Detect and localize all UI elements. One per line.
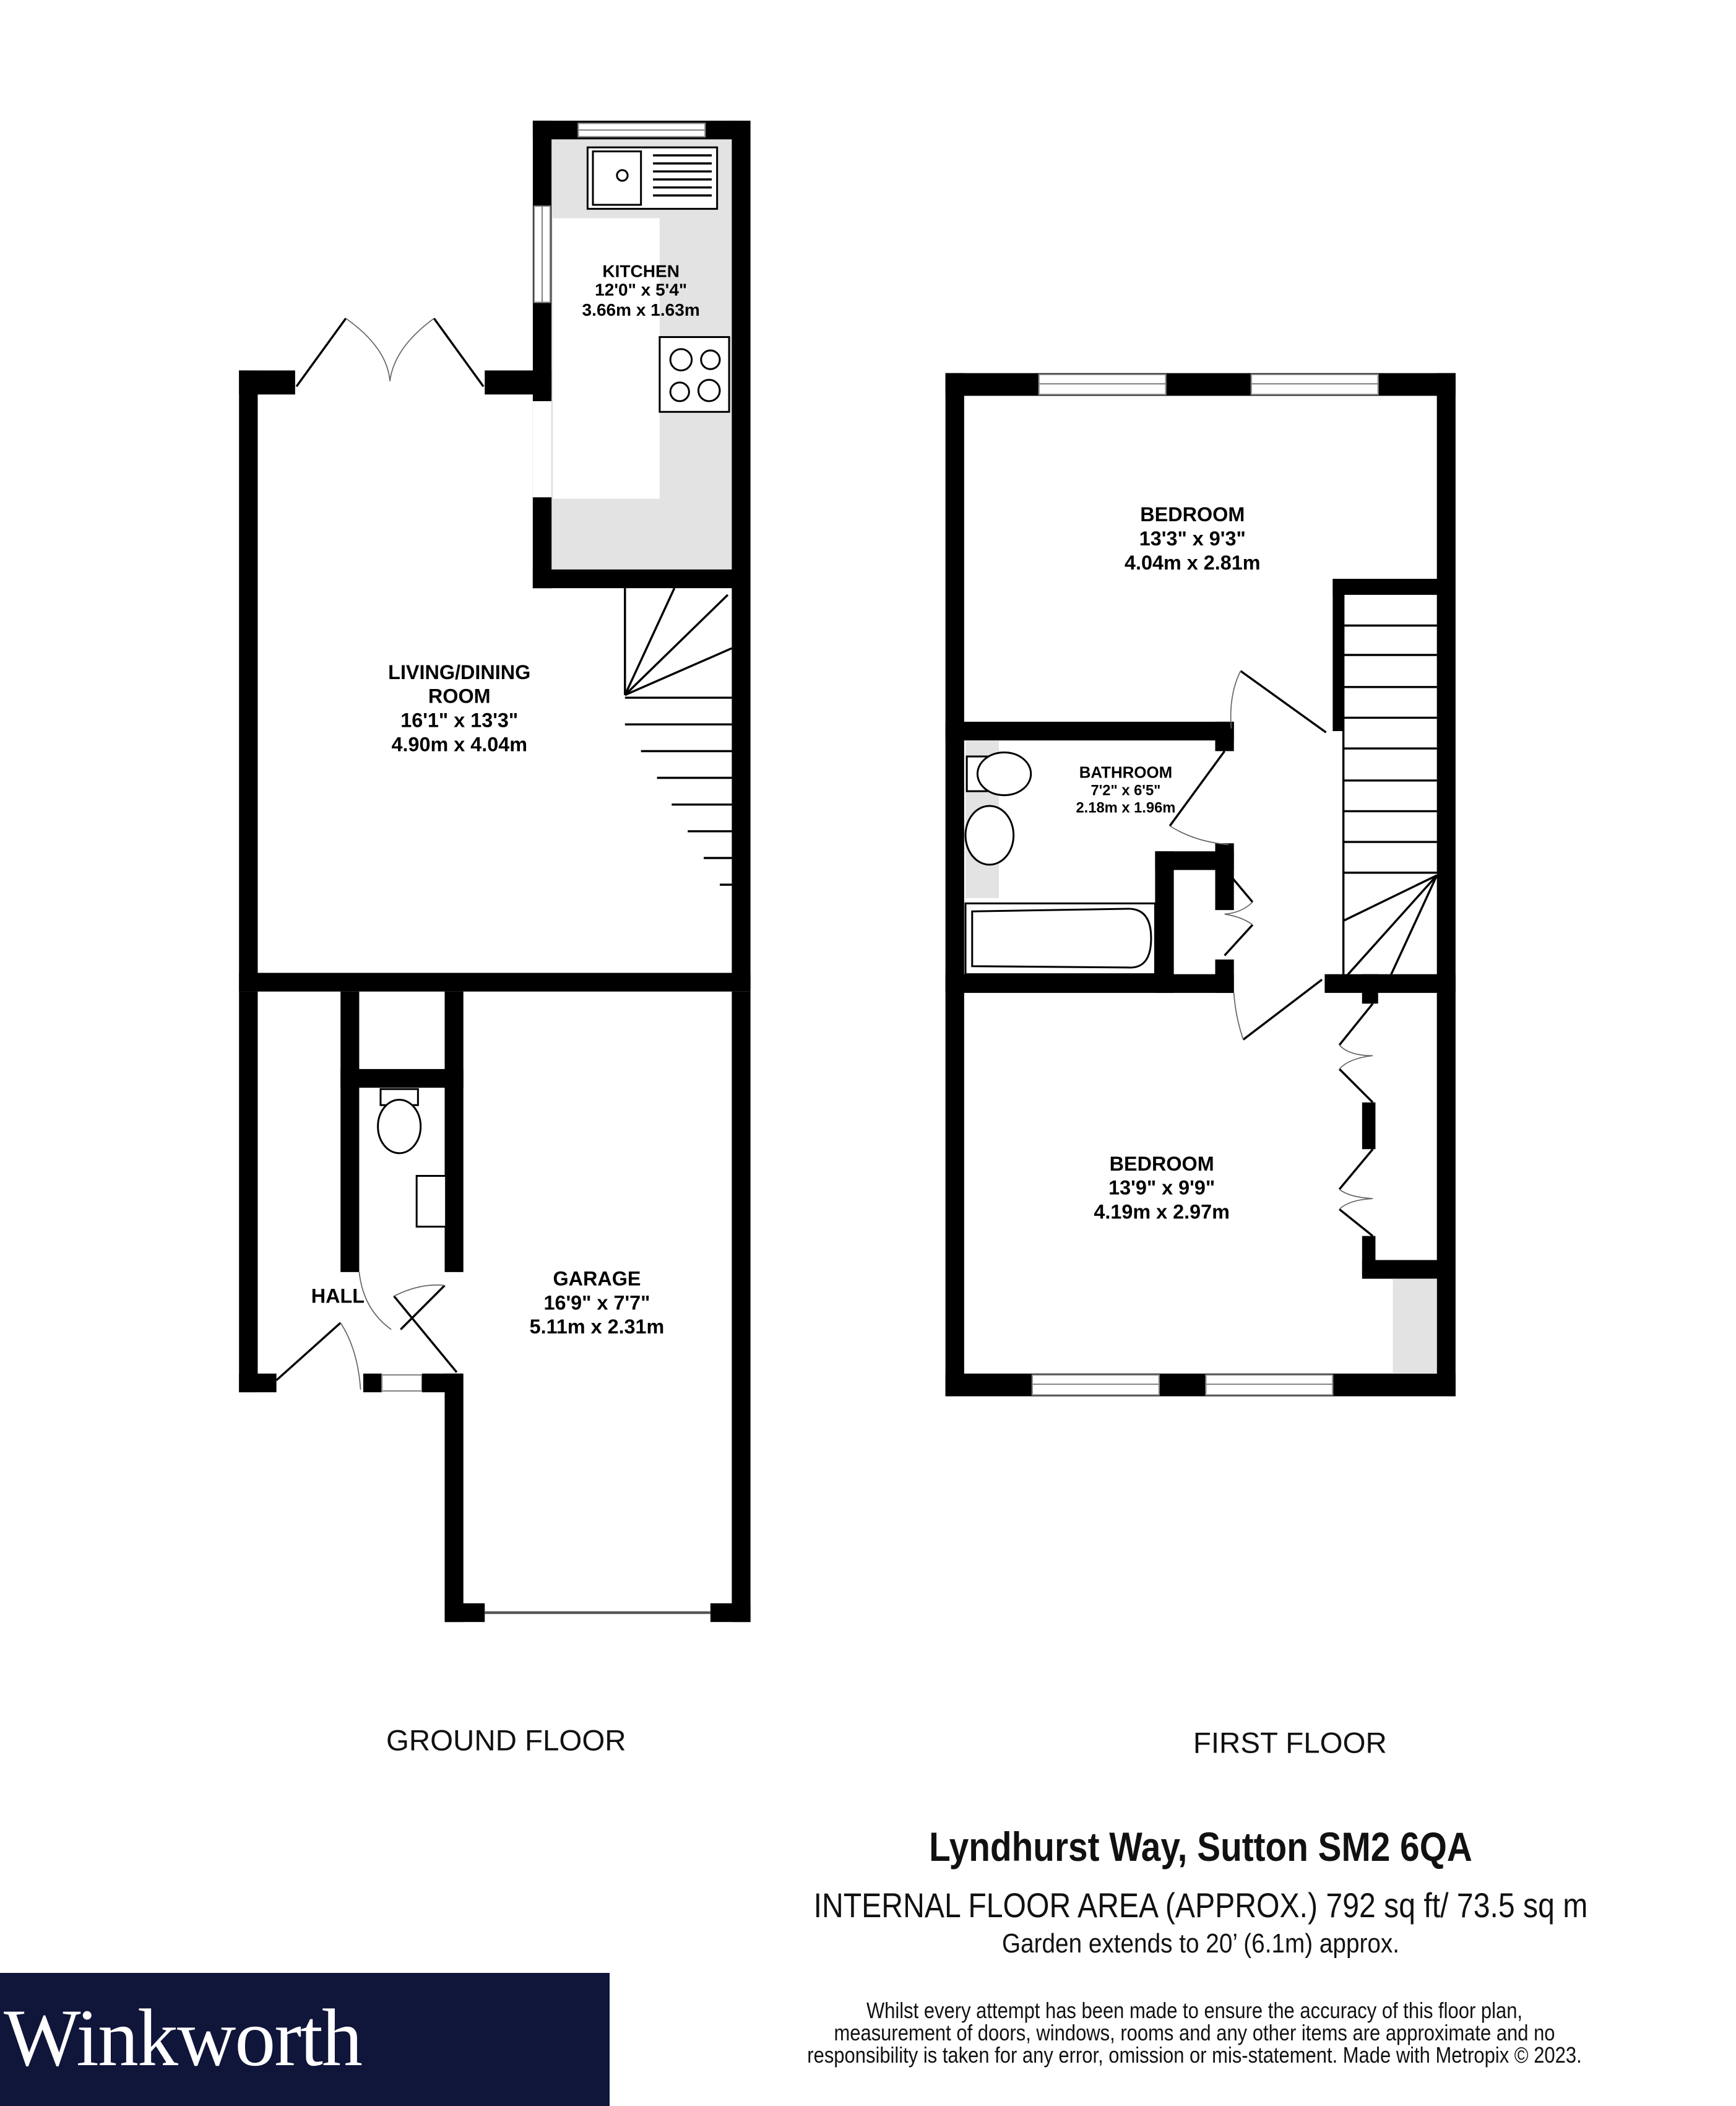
doors-icon xyxy=(1168,670,1327,1041)
brand-logo: Winkworth xyxy=(4,1992,363,2083)
first-floor-label: FIRST FLOOR xyxy=(1193,1727,1387,1760)
first-floor-plan: BEDROOM 13'3" x 9'3" 4.04m x 2.81m xyxy=(945,373,1456,1760)
bathroom-metric: 2.18m x 1.96m xyxy=(1076,800,1175,817)
bedroom2-label: BEDROOM xyxy=(1110,1153,1214,1175)
staircase-icon xyxy=(624,587,733,886)
kitchen-label: KITCHEN xyxy=(602,261,680,280)
wardrobe-doors-icon xyxy=(1338,1003,1374,1237)
wc-basin-icon xyxy=(415,1174,447,1228)
living-label-2: ROOM xyxy=(428,685,491,708)
living-metric: 4.90m x 4.04m xyxy=(391,733,527,755)
wc-toilet-icon xyxy=(377,1088,422,1155)
garage-metric: 5.11m x 2.31m xyxy=(530,1315,665,1338)
doors-icon xyxy=(275,1272,458,1390)
garage-imperial: 16'9" x 7'7" xyxy=(543,1291,650,1314)
bedroom2-metric: 4.19m x 2.97m xyxy=(1094,1201,1230,1223)
bathroom-imperial: 7'2" x 6'5" xyxy=(1090,783,1160,799)
bath-icon xyxy=(964,902,1156,976)
bathroom-toilet-icon xyxy=(965,752,1032,797)
bedroom1-label: BEDROOM xyxy=(1140,503,1245,526)
hall-label: HALL xyxy=(311,1285,365,1307)
garden-note: Garden extends to 20’ (6.1m) approx. xyxy=(1001,1928,1400,1959)
garage-label: GARAGE xyxy=(553,1267,641,1289)
bathroom-label: BATHROOM xyxy=(1079,765,1172,782)
kitchen-sink-icon xyxy=(586,146,719,210)
disclaimer-line: responsibility is taken for any error, o… xyxy=(807,2042,1582,2068)
staircase-icon xyxy=(1342,594,1438,981)
french-doors-icon xyxy=(295,318,485,388)
bedroom2-imperial: 13'9" x 9'9" xyxy=(1108,1177,1215,1199)
bathroom-basin-icon xyxy=(964,805,1015,866)
hob-icon xyxy=(659,336,730,413)
bedroom1-metric: 4.04m x 2.81m xyxy=(1125,552,1261,574)
kitchen-metric: 3.66m x 1.63m xyxy=(582,300,700,319)
bedroom1-imperial: 13'3" x 9'3" xyxy=(1139,527,1246,550)
living-imperial: 16'1" x 13'3" xyxy=(400,709,518,732)
disclaimer: Whilst every attempt has been made to en… xyxy=(742,2000,1647,2066)
internal-floor-area: INTERNAL FLOOR AREA (APPROX.) 792 sq ft/… xyxy=(813,1886,1588,1925)
disclaimer-line: Whilst every attempt has been made to en… xyxy=(866,1998,1523,2023)
disclaimer-line: measurement of doors, windows, rooms and… xyxy=(834,2020,1555,2045)
property-address: Lyndhurst Way, Sutton SM2 6QA xyxy=(929,1824,1472,1870)
ground-floor-label: GROUND FLOOR xyxy=(386,1724,626,1757)
living-label-1: LIVING/DINING xyxy=(388,661,530,683)
ground-floor-plan: KITCHEN 12'0" x 5'4" 3.66m x 1.63m xyxy=(239,120,751,1757)
brand-banner: Winkworth xyxy=(0,1973,610,2106)
kitchen-imperial: 12'0" x 5'4" xyxy=(595,280,687,300)
